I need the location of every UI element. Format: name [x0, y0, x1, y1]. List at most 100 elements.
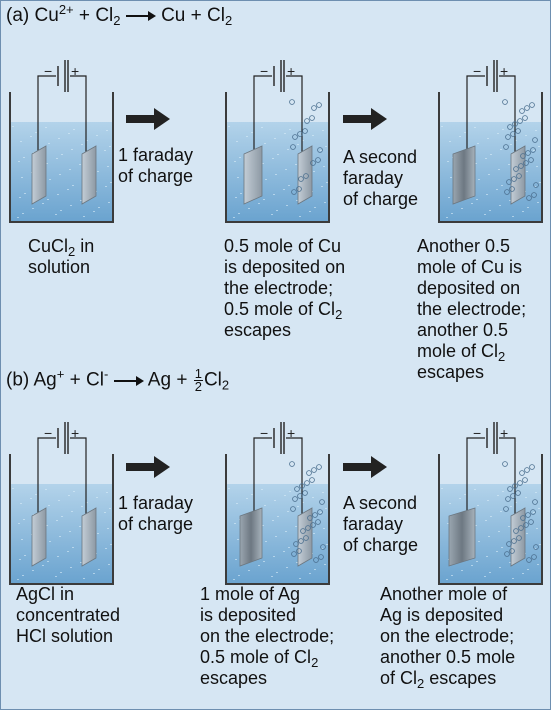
wire	[37, 75, 56, 162]
gas-bubble	[520, 153, 526, 159]
gas-bubble	[507, 486, 513, 492]
cathode	[239, 507, 263, 567]
cathode	[31, 145, 47, 205]
reaction-arrow-icon	[113, 375, 144, 386]
beaker-a3: −+	[438, 60, 543, 223]
gas-bubble	[507, 124, 513, 130]
gas-bubble	[291, 189, 297, 195]
minus-sign: −	[44, 63, 52, 79]
gas-bubble	[309, 477, 315, 483]
gas-bubble	[317, 147, 323, 153]
wire	[70, 75, 87, 162]
gas-bubble	[304, 480, 310, 486]
beaker-wall	[225, 92, 330, 223]
plus-sign: +	[500, 63, 508, 79]
gas-bubble	[518, 163, 524, 169]
reaction-arrow-icon	[125, 10, 156, 21]
beaker-a2: −+	[225, 60, 330, 223]
gas-bubble	[512, 483, 518, 489]
beaker-b3: −+	[438, 422, 543, 585]
gas-bubble	[519, 108, 525, 114]
wire	[253, 75, 272, 162]
gas-bubble	[311, 105, 317, 111]
beaker-wall	[9, 92, 114, 223]
cathode	[243, 145, 263, 205]
gas-bubble	[296, 186, 302, 192]
gas-bubble	[289, 99, 295, 105]
wire	[70, 437, 87, 524]
minus-sign: −	[260, 425, 268, 441]
gas-bubble	[513, 166, 519, 172]
gas-bubble	[293, 541, 299, 547]
anode	[81, 145, 97, 205]
gas-bubble	[298, 176, 304, 182]
gas-bubble	[509, 548, 515, 554]
gas-bubble	[533, 544, 539, 550]
gas-bubble	[530, 509, 536, 515]
gas-bubble	[515, 490, 521, 496]
gas-bubble	[294, 486, 300, 492]
minus-sign: −	[473, 63, 481, 79]
anode	[510, 145, 526, 205]
gas-bubble	[291, 551, 297, 557]
gas-bubble	[290, 144, 296, 150]
beaker-wall	[9, 454, 114, 585]
gas-bubble	[503, 506, 509, 512]
gas-bubble	[299, 483, 305, 489]
caption-b3: Another mole of Ag is deposited on the e…	[380, 584, 516, 691]
gas-bubble	[531, 192, 537, 198]
gas-bubble	[305, 525, 311, 531]
gas-bubble	[302, 490, 308, 496]
minus-sign: −	[44, 425, 52, 441]
gas-bubble	[503, 144, 509, 150]
gas-bubble	[298, 538, 304, 544]
wire	[466, 75, 485, 162]
gas-bubble	[529, 102, 535, 108]
gas-bubble	[502, 99, 508, 105]
gas-bubble	[504, 189, 510, 195]
gas-bubble	[317, 509, 323, 515]
gas-bubble	[310, 160, 316, 166]
gas-bubble	[306, 470, 312, 476]
caption-b1: AgCl in concentrated HCl solution	[16, 584, 121, 646]
gas-bubble	[515, 128, 521, 134]
anode	[81, 507, 97, 567]
gas-bubble	[506, 541, 512, 547]
gas-bubble	[315, 519, 321, 525]
caption-b2: 1 mole of Ag is deposited on the electro…	[200, 584, 335, 688]
gas-bubble	[311, 467, 317, 473]
anode	[297, 145, 313, 205]
gas-bubble	[304, 118, 310, 124]
gas-bubble	[510, 493, 516, 499]
gas-bubble	[290, 506, 296, 512]
gas-bubble	[518, 525, 524, 531]
gas-bubble	[531, 554, 537, 560]
gas-bubble	[520, 515, 526, 521]
gas-bubble	[320, 544, 326, 550]
gas-bubble	[530, 147, 536, 153]
gas-bubble	[502, 461, 508, 467]
gas-bubble	[310, 522, 316, 528]
gas-bubble	[512, 121, 518, 127]
gas-bubble	[316, 102, 322, 108]
beaker-b2: −+	[225, 422, 330, 585]
gas-bubble	[517, 480, 523, 486]
arrow-icon	[343, 108, 387, 130]
gas-bubble	[529, 464, 535, 470]
gas-bubble	[313, 557, 319, 563]
arrow-icon	[126, 456, 170, 478]
gas-bubble	[516, 173, 522, 179]
arrow-icon	[126, 108, 170, 130]
gas-bubble	[523, 160, 529, 166]
plus-sign: +	[287, 63, 295, 79]
gas-bubble	[517, 118, 523, 124]
wire	[37, 437, 56, 524]
gas-bubble	[506, 179, 512, 185]
gas-bubble	[528, 519, 534, 525]
plus-sign: +	[71, 63, 79, 79]
anode	[297, 507, 313, 567]
